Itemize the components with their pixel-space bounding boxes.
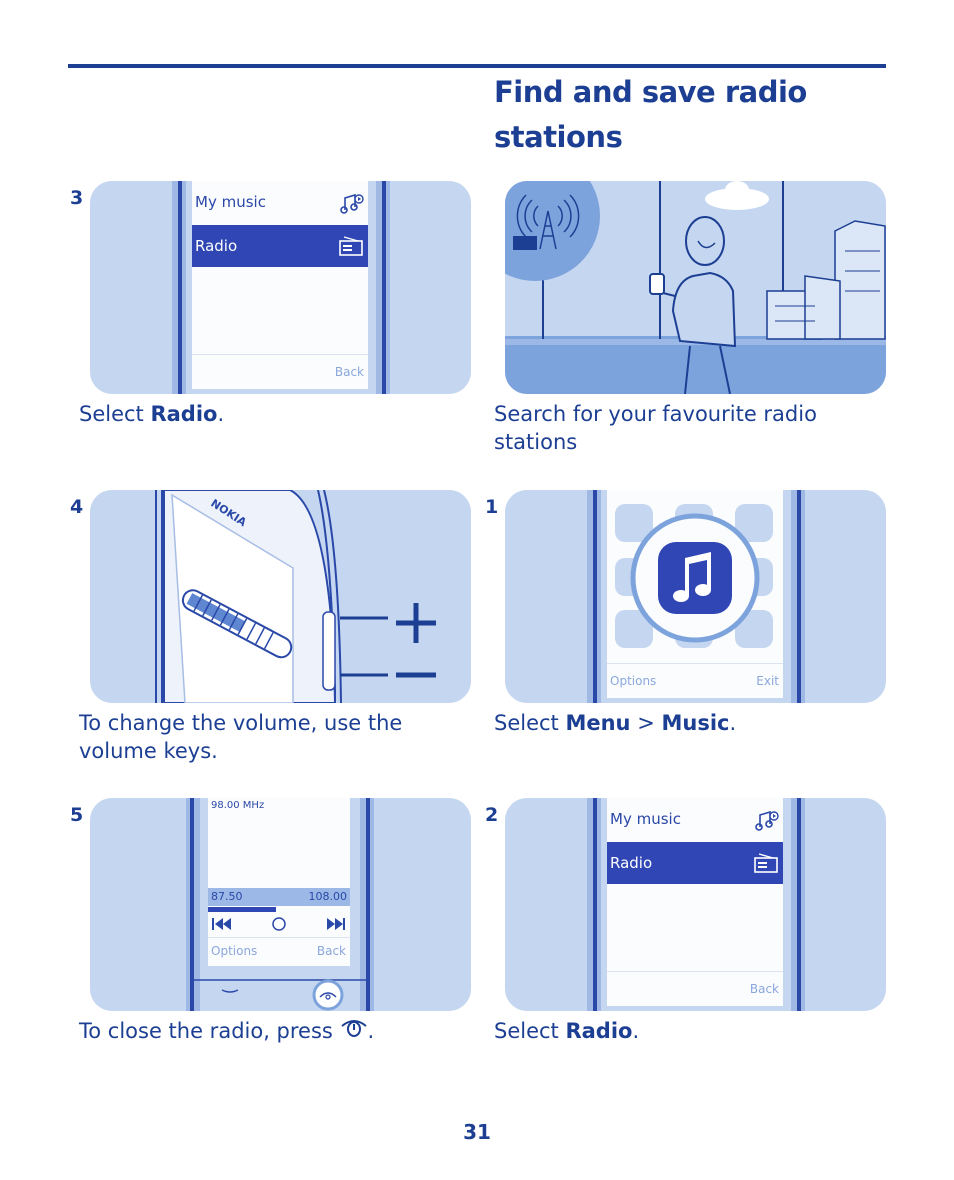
music-note-icon: [755, 810, 779, 831]
tuning-scale: 87.50 108.00: [208, 888, 350, 906]
call-key-icon: [221, 989, 239, 993]
softkey-bar: Options Exit: [607, 663, 783, 698]
softkey-back[interactable]: Back: [316, 944, 346, 958]
softkey-back[interactable]: Back: [334, 365, 364, 379]
softkey-bar: Back: [607, 971, 783, 1006]
play-icon: [272, 917, 286, 931]
caption-text: .: [632, 1019, 640, 1043]
caption-bold: Radio: [150, 402, 218, 426]
phone-border-left: [593, 798, 597, 1011]
caption-text: Select: [79, 402, 151, 426]
step-number: 2: [485, 804, 499, 826]
menu-item-label: Radio: [610, 854, 653, 872]
step-5-illustration: 98.00 MHz 87.50 108.00 Options Back: [90, 798, 471, 1011]
caption-text: .: [729, 711, 737, 735]
step-1-caption: Select Menu > Music.: [494, 709, 736, 737]
phone-volume-keys: NOKIA: [155, 490, 436, 703]
radio-icon: [339, 236, 363, 256]
music-note-icon: [673, 552, 711, 602]
phone-border-left: [190, 798, 194, 1011]
radio-icon: [754, 853, 778, 873]
caption-bold: Music: [661, 711, 730, 735]
caption-bold: Radio: [565, 1019, 633, 1043]
intro-illustration: [505, 181, 886, 394]
phone-screen: Options Exit: [607, 490, 783, 698]
softkey-back[interactable]: Back: [749, 982, 779, 996]
menu-item-label: Radio: [195, 237, 238, 255]
step-3-illustration: My music Radio Back: [90, 181, 471, 394]
step-number: 3: [70, 187, 84, 209]
caption-bold: Menu: [565, 711, 631, 735]
step-number: 1: [485, 496, 499, 518]
forward-icon: [327, 918, 345, 930]
radio-screen: 98.00 MHz 87.50 108.00 Options Back: [208, 798, 350, 966]
caption-text: .: [367, 1019, 375, 1043]
step-number: 5: [70, 804, 84, 826]
softkey-exit[interactable]: Exit: [756, 674, 779, 688]
softkey-bar: Back: [192, 354, 368, 389]
app-grid: [615, 504, 773, 648]
phone-border-right: [366, 798, 370, 1011]
phone-border-right: [797, 490, 801, 703]
page-number: 31: [463, 1120, 491, 1144]
caption-text: >: [630, 711, 662, 735]
music-note-icon: [340, 193, 364, 214]
phone-border-right: [797, 798, 801, 1011]
page-title: Find and save radio stations: [494, 75, 807, 154]
phone-border-left: [178, 181, 182, 394]
tuning-progress: [208, 907, 276, 912]
step-1-illustration: Options Exit: [505, 490, 886, 703]
softkey-bar: Options Back: [208, 937, 350, 966]
frequency-readout: 98.00 MHz: [211, 800, 265, 811]
step-4-caption: To change the volume, use the volume key…: [79, 711, 403, 763]
phone-keypad: [194, 979, 366, 1011]
step-5-caption: To close the radio, press .: [79, 1017, 374, 1045]
menu-item-label: My music: [610, 810, 681, 828]
phone-border-left: [593, 490, 597, 703]
step-3-caption: Select Radio.: [79, 400, 224, 428]
playback-controls: [212, 917, 345, 931]
menu-item-my-music[interactable]: My music: [607, 798, 783, 840]
step-number: 4: [70, 496, 84, 518]
caption-text: Select: [494, 711, 566, 735]
step-2-caption: Select Radio.: [494, 1017, 639, 1045]
range-min: 87.50: [211, 890, 243, 903]
caption-text: To close the radio, press: [79, 1019, 340, 1043]
intro-caption: Search for your favourite radio stations: [494, 402, 817, 454]
header-rule: [68, 64, 886, 68]
menu-item-label: My music: [195, 193, 266, 211]
music-app-icon: [658, 542, 732, 614]
menu-item-radio[interactable]: Radio: [192, 225, 368, 267]
phone-border-right: [382, 181, 386, 394]
step-4-illustration: NOKIA: [90, 490, 471, 703]
radio-listener-scene: [505, 181, 886, 394]
caption-text: .: [217, 402, 225, 426]
phone-screen: My music Radio Back: [607, 798, 783, 1006]
range-max: 108.00: [308, 890, 348, 903]
power-key-icon: [340, 1020, 367, 1037]
menu-item-radio[interactable]: Radio: [607, 842, 783, 884]
menu-item-my-music[interactable]: My music: [192, 181, 368, 223]
broadcast-tower-icon: [516, 194, 580, 250]
rewind-icon: [212, 918, 231, 930]
volume-key: [322, 611, 336, 691]
softkey-options[interactable]: Options: [211, 944, 258, 958]
step-2-illustration: My music Radio Back: [505, 798, 886, 1011]
softkey-options[interactable]: Options: [610, 674, 657, 688]
caption-text: Select: [494, 1019, 566, 1043]
phone-screen: My music Radio Back: [192, 181, 368, 389]
